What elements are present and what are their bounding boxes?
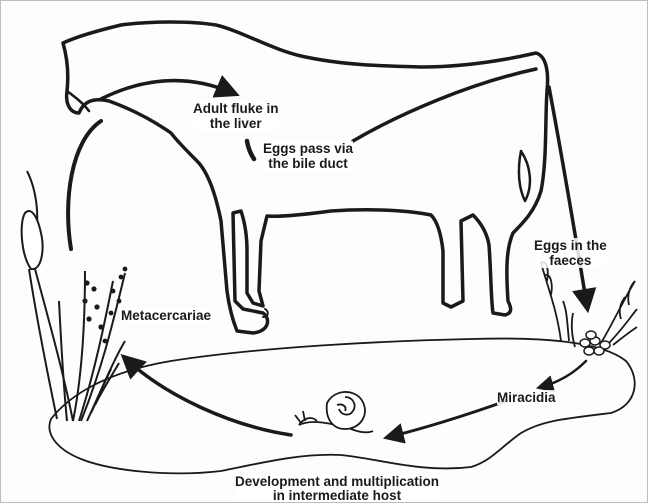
snail-icon [295,392,373,432]
arrow-ingestion [68,121,101,249]
label-metacercariae: Metacercariae [121,308,211,323]
label-development: Development and multiplication in interm… [235,475,439,503]
label-eggs-faeces-line1: Eggs in the [534,238,607,253]
arrow-to-metacercariae [126,359,291,435]
arrow-to-snail [389,401,506,437]
label-adult-fluke-line2: the liver [193,116,279,131]
cow-outline [63,22,548,333]
metacercariae-cysts [82,267,127,344]
label-eggs-bile-line2: the bile duct [263,156,353,171]
label-miracidia-text: Miracidia [497,390,556,405]
reeds-left [22,171,125,421]
label-adult-fluke: Adult fluke in the liver [193,101,279,131]
arrow-to-miracidia [541,361,586,387]
arrow-to-faeces [549,87,587,306]
label-miracidia: Miracidia [497,390,556,405]
label-eggs-faeces-line2: faeces [534,253,607,268]
label-adult-fluke-line1: Adult fluke in [193,101,279,116]
arrow-to-bile [247,141,254,159]
label-eggs-bile-line1: Eggs pass via [263,141,353,156]
label-eggs-bile-duct: Eggs pass via the bile duct [263,141,353,171]
label-development-line1: Development and multiplication [235,475,439,489]
arrow-to-hindquarters [353,69,536,141]
label-development-line2: in intermediate host [235,489,439,503]
label-metacercariae-text: Metacercariae [121,308,211,323]
label-eggs-faeces: Eggs in the faeces [534,238,607,268]
arrow-to-liver [101,81,233,99]
